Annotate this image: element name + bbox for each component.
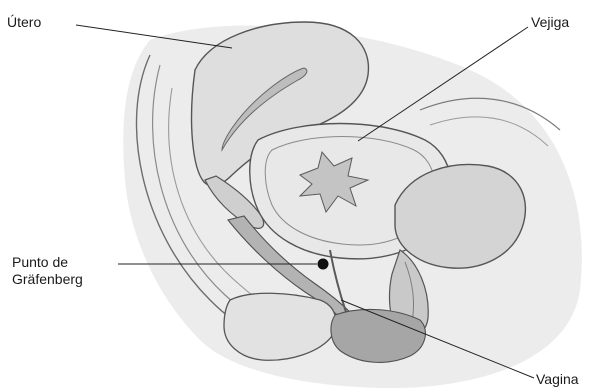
label-punto-line2: Gräfenberg xyxy=(12,271,83,288)
label-punto-de-grafenberg: Punto de Gräfenberg xyxy=(12,254,83,288)
vestibule-tissue xyxy=(331,309,425,362)
label-vejiga: Vejiga xyxy=(531,14,569,31)
grafenberg-spot-marker xyxy=(318,259,329,270)
label-punto-line1: Punto de xyxy=(12,254,83,271)
label-utero: Útero xyxy=(7,14,41,31)
label-vagina: Vagina xyxy=(536,371,579,388)
